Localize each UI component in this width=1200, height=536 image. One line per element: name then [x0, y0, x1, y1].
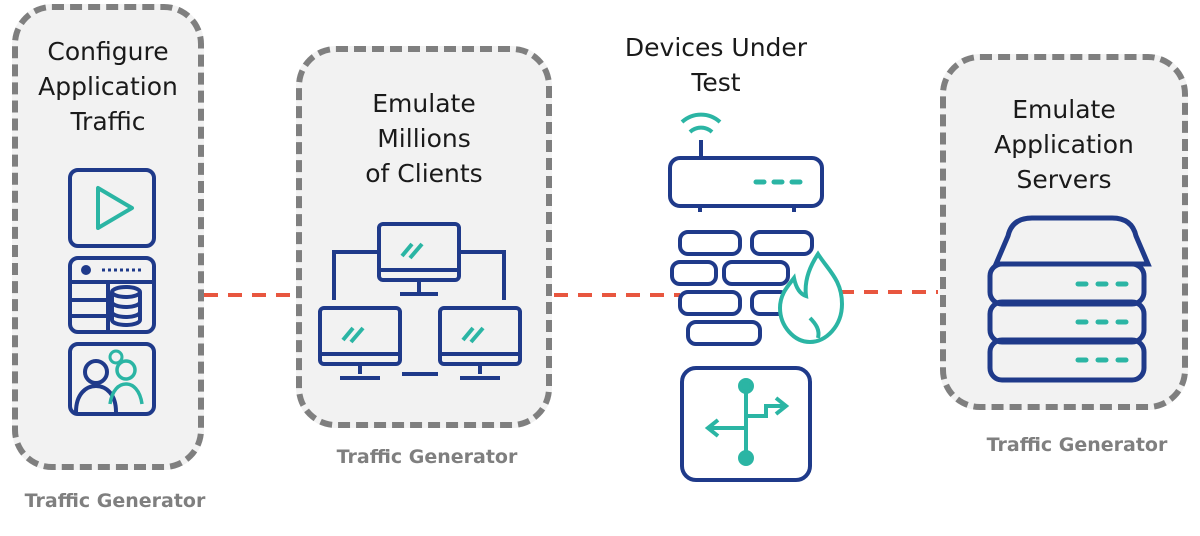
clients-caption: Traffic Generator	[336, 446, 518, 468]
servers-caption: Traffic Generator	[986, 434, 1168, 456]
firewall-icon	[670, 230, 845, 346]
play-icon	[68, 168, 156, 248]
connection-links	[204, 290, 938, 297]
configure-caption: Traffic Generator	[24, 490, 206, 512]
configure-heading: Configure Application Traffic	[38, 37, 178, 136]
servers-heading: Emulate Application Servers	[994, 95, 1134, 194]
database-server-icon	[68, 256, 156, 334]
servers-box	[940, 54, 1188, 410]
network-switch-icon	[680, 366, 812, 482]
clients-heading: Emulate Millions of Clients	[365, 89, 483, 188]
wifi-router-icon	[668, 112, 824, 212]
server-stack-icon	[987, 215, 1152, 383]
users-icon	[68, 342, 156, 416]
dut-heading: Devices Under Test	[624, 33, 808, 97]
monitor-network-icon	[318, 222, 522, 380]
